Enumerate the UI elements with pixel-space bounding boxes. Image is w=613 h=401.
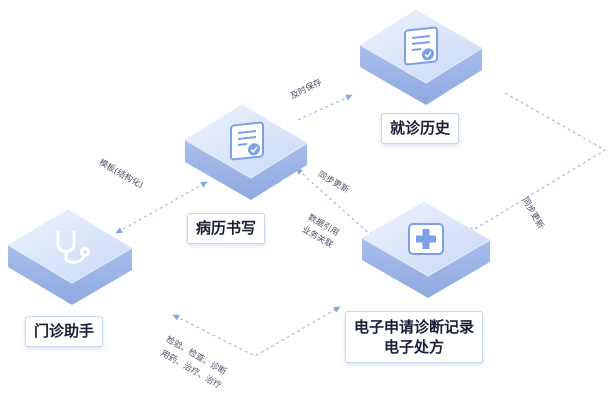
- assistant-tile: [7, 209, 133, 305]
- edge-prescription-history: [467, 92, 607, 234]
- assistant-label: 门诊助手: [25, 316, 104, 347]
- edge-record-prescription: [295, 167, 375, 239]
- edge-record-history: [297, 94, 353, 121]
- medical-cross-icon: [408, 223, 444, 255]
- prescription-label: 电子申请诊断记录 电子处方: [345, 311, 484, 363]
- record-label: 病历书写: [187, 213, 266, 244]
- prescription-label-line1: 电子申请诊断记录: [354, 318, 475, 336]
- prescription-label-line2: 电子处方: [384, 338, 445, 356]
- document-check-icon: [404, 26, 438, 66]
- connectors: [115, 92, 607, 357]
- record-tile: [184, 104, 308, 200]
- history-tile: [359, 9, 483, 105]
- history-label: 就诊历史: [381, 113, 460, 144]
- edge-assistant-prescription: [172, 306, 341, 357]
- prescription-tile: [361, 201, 491, 298]
- document-check-icon: [230, 121, 264, 161]
- edge-assistant-record: [115, 181, 208, 234]
- stethoscope-icon: [56, 230, 90, 264]
